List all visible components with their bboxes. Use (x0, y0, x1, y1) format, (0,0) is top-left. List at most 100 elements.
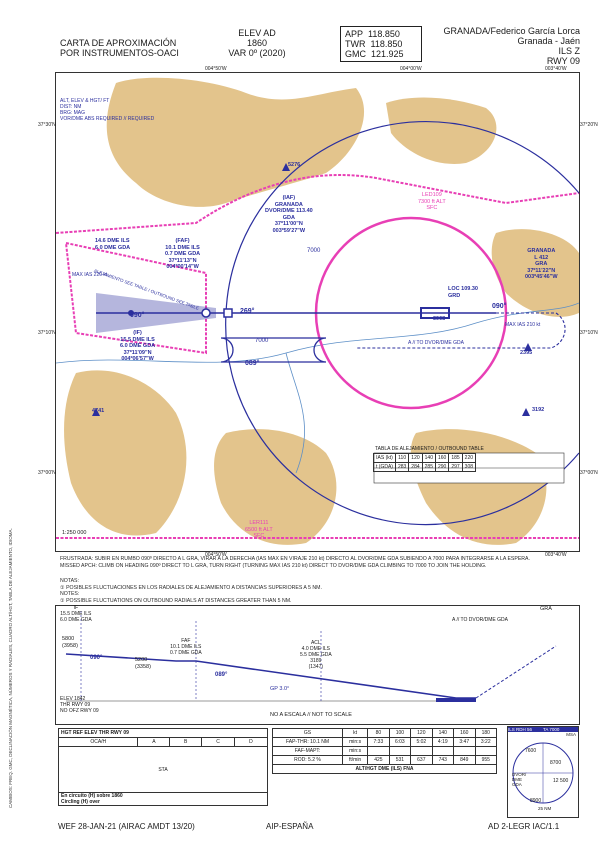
freq-app: APP 118.850 (345, 29, 400, 39)
profile-svg (65, 611, 557, 702)
faf-marker (201, 308, 211, 318)
peaks (92, 163, 532, 416)
profile-gp: GP 3.0° (270, 686, 290, 692)
missed-es: FRUSTRADA: SUBIR EN RUMBO 090º DIRECTO A… (60, 556, 530, 562)
footer-right: AD 2-LEGR IAC/1.1 (488, 822, 560, 831)
procedure-name: ILS Z (558, 46, 580, 56)
freq-gmc: GMC 121.925 (345, 49, 404, 59)
runway-name: RWY 09 (546, 56, 580, 66)
map-legend: ALT, ELEV & HGT/ FT DIST: NM BRG: MAG VO… (60, 98, 154, 122)
coord-bottom-2: 003°40'W (545, 552, 567, 558)
msa-v1: 7600 (525, 748, 537, 754)
coord-right-1: 37°20'N (580, 122, 598, 128)
to-dvor-label: A // TO DVOR/DME GDA (408, 340, 464, 346)
gs-fna: ALT/HGT DME (ILS) FNA (272, 764, 497, 774)
side-changes-text: CAMBIOS: FREQ. GMC, DECLINACIÓN MAGNÉTIC… (8, 528, 13, 808)
profile-to-dvor: A // TO DVOR/DME GDA (452, 617, 508, 623)
legend-line3: BRG: MAG (60, 110, 86, 116)
chart-title-line2: POR INSTRUMENTOS-OACI (60, 48, 179, 58)
terrain-e (491, 229, 579, 317)
coord-bottom-1: 004°50'W (205, 552, 227, 558)
profile-runway (436, 698, 476, 702)
missed-approach-text: FRUSTRADA: SUBIR EN RUMBO 090º DIRECTO A… (60, 556, 575, 569)
legend-line2: DIST: NM (60, 104, 82, 110)
msa-nm: 25 NM (538, 806, 552, 811)
terrain-ne (386, 97, 497, 164)
minima-header: HGT REF ELEV THR RWY 09 (58, 728, 268, 738)
msa-label: MSA (566, 732, 576, 737)
coord-top-3: 003°40'W (545, 66, 567, 72)
chart-title-line1: CARTA DE APROXIMACIÓN (60, 38, 177, 48)
profile-gra: GRA (540, 606, 552, 612)
coord-left-1: 37°30'N (38, 122, 56, 128)
elev-label: ELEV AD (238, 28, 276, 38)
peak-5276: 5276 (288, 162, 301, 168)
profile-hdg1: 090° (90, 655, 103, 661)
notes-title-en: NOTES: (60, 591, 80, 597)
coord-right-2: 37°10'N (580, 330, 598, 336)
iaf-vor-marker (223, 308, 233, 318)
minima-oca: OCA/H (57, 737, 139, 747)
footer-center: AIP-ESPAÑA (266, 822, 314, 831)
msa-v4: 8900 (530, 798, 542, 804)
msa-svg (512, 742, 574, 804)
peak-3192: 3192 (532, 407, 545, 413)
elevation-block: ELEV AD 1860 VAR 0º (2020) (222, 28, 292, 58)
notes-n1: ① POSIBLES FLUCTUACIONES EN LOS RADIALES… (60, 584, 322, 591)
var-label: VAR 0º (2020) (228, 48, 286, 58)
gs-row-2: FAF-MAPT:min:s (271, 746, 497, 756)
restricted-area-north (56, 174, 579, 234)
peak-1 (282, 163, 290, 171)
river-2 (285, 352, 305, 474)
peak-3 (522, 408, 530, 416)
msa-v3: 12 500 (553, 778, 569, 784)
bearing-090b: 090° (492, 303, 507, 310)
legend-line1: ALT, ELEV & HGT/ FT (60, 98, 110, 104)
map-svg (56, 73, 579, 551)
max-ias-220: MAX IAS 220 kt (72, 272, 108, 278)
coord-right-3: 37°00'N (580, 470, 598, 476)
alt-7000-a: 7000 (307, 248, 321, 254)
terrain-s (214, 429, 337, 545)
chart-title: CARTA DE APROXIMACIÓN POR INSTRUMENTOS-O… (60, 38, 179, 58)
bearing-089: 089° (245, 360, 260, 367)
airport-block: GRANADA/Federico García Lorca Granada - … (420, 26, 580, 66)
bearing-090: 090° (130, 312, 145, 319)
outbound-table-title: TABLA DE ALEJAMIENTO / OUTBOUND TABLE (375, 446, 484, 452)
runway-symbol (420, 307, 450, 319)
coord-left-2: 37°10'N (38, 330, 56, 336)
freq-twr: TWR 118.850 (345, 39, 403, 49)
minima-sta: STA (58, 746, 268, 793)
plan-view-map (55, 72, 580, 552)
peak-2 (92, 408, 100, 416)
max-ias-210: MAX IAS 210 kt (505, 322, 541, 328)
map-scale: 1:250 000 (62, 530, 87, 536)
localizer-feather (96, 293, 216, 333)
notes-block: NOTAS: ① POSIBLES FLUCTUACIONES EN LOS R… (60, 578, 575, 604)
missed-approach-path (356, 312, 566, 349)
missed-en: MISSED APCH: CLIMB ON HEADING 090º DIREC… (60, 562, 487, 569)
arc-large (225, 120, 579, 314)
coord-top-1: 004°50'W (205, 66, 227, 72)
coord-top-2: 004°00'W (400, 66, 422, 72)
restricted-areas (56, 174, 579, 539)
profile-view (55, 605, 580, 725)
airport-name: GRANADA/Federico García Lorca (443, 26, 580, 36)
alt-7000-b: 7000 (255, 338, 269, 344)
profile-alt2: 5200(3358) (135, 657, 151, 670)
legend-line4: VOR/DME ABS REQUIRED // REQUIRED (60, 116, 155, 122)
